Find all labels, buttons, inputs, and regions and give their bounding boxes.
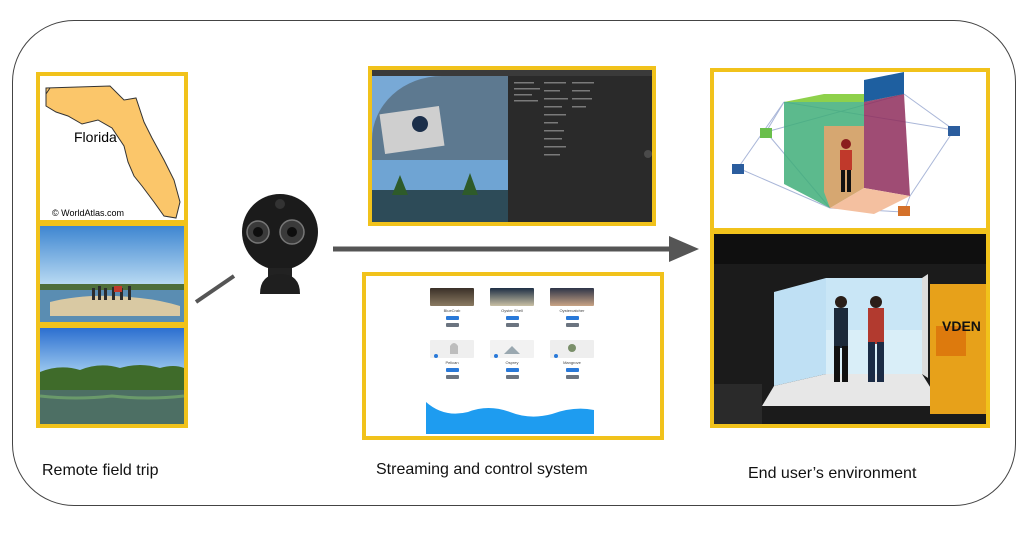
play-button[interactable]	[566, 368, 579, 372]
map-credit: © WorldAtlas.com	[52, 208, 124, 218]
caption-remote-field-trip: Remote field trip	[42, 462, 159, 479]
play-button[interactable]	[446, 368, 459, 372]
cube-diagram-panel	[710, 68, 990, 232]
poster-title: VDEN	[942, 318, 981, 334]
florida-map-panel: Florida © WorldAtlas.com	[36, 72, 188, 224]
360-camera-icon	[242, 194, 318, 294]
caption-end-user-environment: End user’s environment	[748, 465, 917, 482]
projector-icon	[732, 126, 960, 216]
card-label: Oyster Shell	[501, 308, 523, 313]
map-label-florida: Florida	[74, 129, 117, 145]
play-button[interactable]	[506, 316, 519, 320]
flow-arrow	[333, 236, 699, 262]
mangrove-photo	[36, 324, 188, 428]
mangrove-image	[40, 328, 184, 424]
stop-button[interactable]	[566, 323, 579, 327]
outer-rounded-frame	[12, 20, 1016, 506]
beach-image	[40, 226, 184, 322]
stop-button[interactable]	[446, 323, 459, 327]
stop-button[interactable]	[506, 323, 519, 327]
card-thumb-oystercatcher	[550, 288, 594, 306]
card-label: Mangrove	[563, 360, 581, 365]
caption-streaming-control: Streaming and control system	[376, 461, 588, 478]
card-thumb-bluecrab	[430, 288, 474, 306]
stop-button[interactable]	[566, 375, 579, 379]
play-button[interactable]	[506, 368, 519, 372]
beach-photo	[36, 222, 188, 326]
play-button[interactable]	[446, 316, 459, 320]
play-button[interactable]	[566, 316, 579, 320]
card-thumb-oyster-shell	[490, 288, 534, 306]
installation-photo: VDEN	[710, 230, 990, 428]
card-label: Oystercatcher	[559, 308, 585, 313]
unity-editor-panel	[368, 66, 656, 226]
cave-cube-diagram	[732, 72, 960, 216]
florida-map-image	[45, 85, 181, 219]
control-panel: BlueCrab Oyster Shell Oystercatcher Peli…	[362, 272, 664, 440]
card-label: Pelican	[445, 360, 459, 365]
editor-screenshot	[372, 70, 652, 222]
card-label: BlueCrab	[443, 308, 461, 313]
card-label: Osprey	[505, 360, 519, 365]
stop-button[interactable]	[446, 375, 459, 379]
camera-connector-line	[194, 274, 236, 304]
stop-button[interactable]	[506, 375, 519, 379]
card-icons	[434, 343, 576, 358]
cave-installation-image	[714, 234, 986, 424]
audio-wave-chart	[426, 402, 594, 434]
